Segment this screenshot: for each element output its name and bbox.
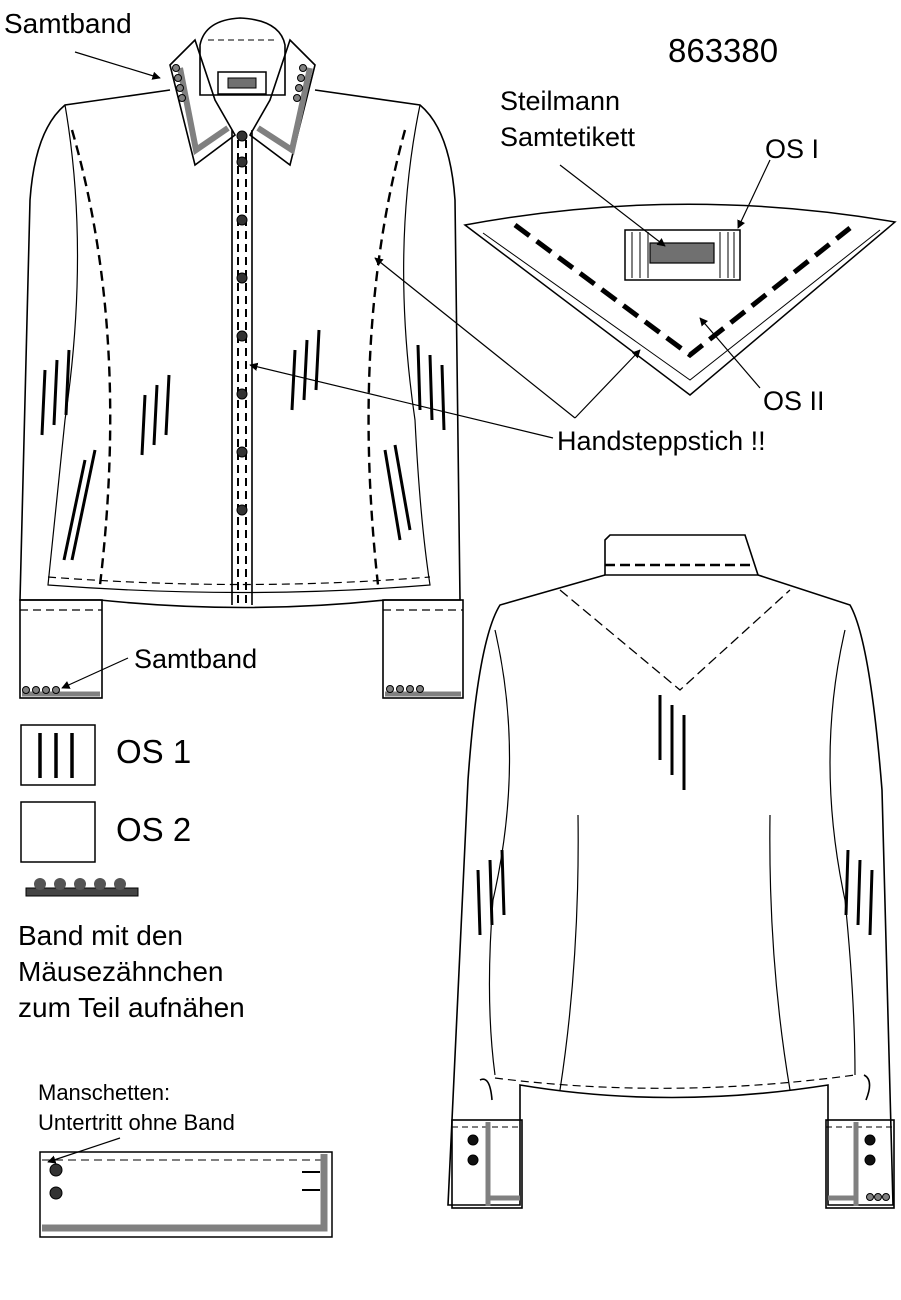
cuff-detail-outline [39,1151,333,1238]
legend-os2-swatch [20,801,96,863]
back-hem-stitch [494,1074,856,1089]
cuff-note-line1: Manschetten: [38,1080,171,1105]
collar-velvet-band-right [256,67,313,155]
collar-velvet-band-left [177,67,230,156]
legend-os1-label: OS 1 [116,733,192,770]
arrow-cuff-note [47,1137,121,1164]
back-left-cuff [451,1119,523,1209]
front-view-shirt [19,17,464,699]
collar-detail-label-fill [649,242,715,264]
front-collar-stand [199,17,286,96]
front-body-outline [19,89,461,609]
arrow-os-ii [699,317,761,389]
front-collar-left [169,38,237,167]
collar-button-dots [172,64,307,102]
arrow-samtband-collar [74,51,161,80]
pointer-arrows [47,51,771,1164]
legend-band-line1: Band mit den [18,920,183,951]
label-handsteppstich: Handsteppstich !! [557,426,766,456]
back-yoke-stitch [559,589,791,691]
collar-detail-inner-edge [482,229,881,381]
front-left-princess-stitch [70,129,112,586]
back-view-shirt [447,534,895,1209]
front-cuff-dots [22,685,424,694]
arrow-hand-stitch-collar [574,349,641,419]
label-samtband-collar: Samtband [4,8,132,39]
back-collar [604,534,760,576]
label-samtetikett: Samtetikett [500,122,636,152]
arrow-hand-stitch-side [374,257,576,419]
front-buttons [236,130,248,516]
placket-hand-stitch [237,140,247,605]
cuff-detail-buttons [49,1163,63,1200]
label-samtband-cuff: Samtband [134,644,258,674]
front-right-princess-stitch [367,129,407,586]
back-right-panel-seam [829,629,856,1076]
cuff-detail [39,1151,333,1238]
front-right-cuff [382,599,464,699]
front-left-side-seam [47,104,431,594]
arrow-samtband-cuff [61,657,129,689]
back-os1-stitch-groups [476,695,874,936]
collar-detail-os-i-stitch [513,222,852,359]
legend-band-line3: zum Teil aufnähen [18,992,245,1023]
front-label-fill [227,77,257,89]
legend-band-line2: Mäusezähnchen [18,956,224,987]
legend-os1-swatch [20,724,96,786]
collar-detail-label-outline [624,229,741,281]
collar-detail-outline [463,203,897,396]
arrow-os-i [737,159,771,229]
label-os-i: OS I [765,134,820,164]
back-cuff-buttons [467,1134,876,1166]
cuff-note-line2: Untertritt ohne Band [38,1110,235,1135]
back-cuff-dots [866,1193,890,1201]
back-right-cuff [825,1119,895,1209]
arrow-samtetikett [559,164,666,247]
arrow-hand-stitch-placket [249,362,554,439]
front-os1-stitch-groups [40,329,446,561]
back-body-outline [447,574,894,1206]
back-center-left-seam [559,814,579,1091]
collar-detail [463,203,897,396]
back-center-right-seam [769,814,791,1091]
legend [20,724,139,897]
label-steilmann: Steilmann [500,86,621,116]
label-os-ii: OS II [763,386,825,416]
front-label-outline [217,71,267,95]
front-placket [231,130,253,605]
legend-os2-label: OS 2 [116,811,192,848]
front-left-cuff [19,599,103,699]
article-number: 863380 [668,32,779,69]
back-left-panel-seam [488,629,511,1076]
